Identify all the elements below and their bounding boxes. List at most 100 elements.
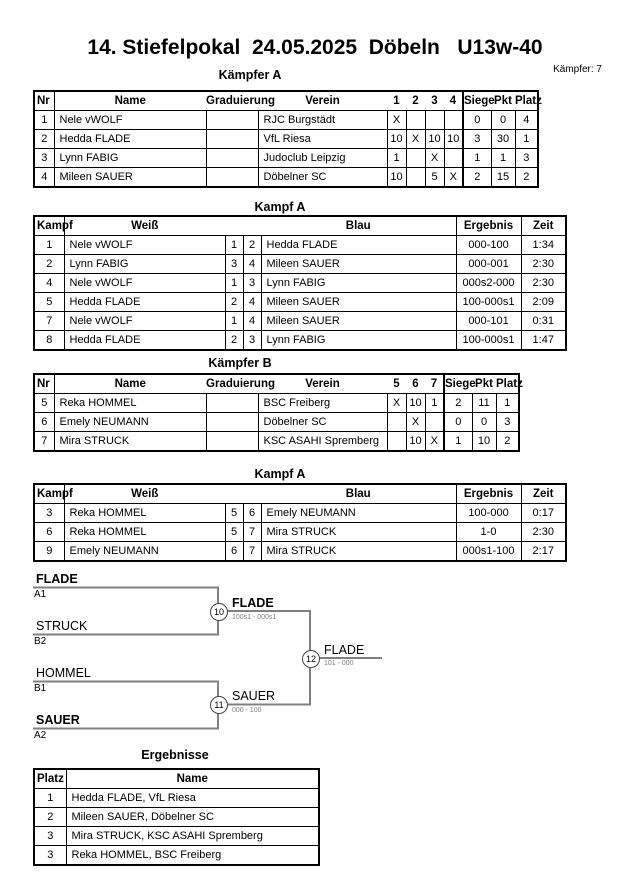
cell-verein: BSC Freiberg bbox=[257, 393, 388, 413]
cell-blau-nr: 3 bbox=[242, 330, 262, 351]
cell-siege: 3 bbox=[462, 129, 492, 149]
cell-ergebnis: 000-101 bbox=[455, 311, 522, 331]
cell-name: Reka HOMMEL, BSC Freiberg bbox=[65, 845, 320, 866]
cell-name: Reka HOMMEL bbox=[53, 393, 207, 413]
fighter-row: 6 Emely NEUMANN Döbelner SC X 0 0 3 bbox=[33, 412, 520, 432]
match-winner: FLADE bbox=[232, 596, 274, 610]
cell-weiss: Hedda FLADE bbox=[63, 292, 226, 312]
bracket-entry-seed: A1 bbox=[34, 589, 47, 600]
cell-blau: Hedda FLADE bbox=[260, 235, 457, 255]
cell-pkt: 30 bbox=[490, 129, 516, 149]
kampf-a1-table: Kampf Weiß Blau Ergebnis Zeit 1 Nele vWO… bbox=[33, 215, 567, 351]
section-title-kaempfer-b: Kämpfer B bbox=[208, 356, 272, 370]
match-score: 100s1 - 000s1 bbox=[232, 614, 277, 621]
match-row: 6 Reka HOMMEL 5 7 Mira STRUCK 1-0 2:30 bbox=[33, 522, 567, 542]
cell-nr: 4 bbox=[33, 167, 55, 188]
cell-weiss-nr: 6 bbox=[224, 541, 244, 562]
cell-siege: 1 bbox=[443, 431, 473, 452]
cell-weiss-nr: 3 bbox=[224, 254, 244, 274]
cell-score-5 bbox=[386, 412, 407, 432]
col-header-platz: Platz bbox=[514, 90, 542, 111]
cell-kampf-nr: 9 bbox=[33, 541, 65, 562]
fighter-row: 2 Hedda FLADE VfL Riesa 10 X 10 10 3 30 … bbox=[33, 129, 539, 149]
bracket-entry-seed: B2 bbox=[34, 636, 47, 647]
col-header-6: 6 bbox=[405, 373, 425, 394]
col-header-platz: Platz bbox=[33, 768, 67, 789]
col-header-pkt: Pkt bbox=[490, 90, 515, 111]
cell-ergebnis: 000s2-000 bbox=[455, 273, 522, 293]
cell-blau-nr: 7 bbox=[242, 541, 262, 562]
cell-weiss-nr: 1 bbox=[224, 273, 244, 293]
cell-weiss: Emely NEUMANN bbox=[63, 541, 226, 562]
match-score: 101 - 000 bbox=[324, 660, 354, 667]
col-header-1: 1 bbox=[386, 90, 406, 111]
cell-ergebnis: 100-000s1 bbox=[455, 292, 522, 312]
fighter-row: 7 Mira STRUCK KSC ASAHI Spremberg 10 X 1… bbox=[33, 431, 520, 452]
match-score: 000 - 100 bbox=[232, 707, 262, 714]
cell-blau: Mira STRUCK bbox=[260, 541, 457, 562]
result-row: 3 Reka HOMMEL, BSC Freiberg bbox=[33, 845, 320, 866]
cell-platz: 3 bbox=[33, 826, 67, 846]
cell-graduierung bbox=[205, 129, 259, 149]
col-header-kampf: Kampf bbox=[33, 483, 73, 504]
cell-score-1: 10 bbox=[386, 129, 407, 149]
cell-name: Mira STRUCK, KSC ASAHI Spremberg bbox=[65, 826, 320, 846]
cell-kampf-nr: 4 bbox=[33, 273, 65, 293]
col-header-4: 4 bbox=[443, 90, 464, 111]
cell-score-1: 1 bbox=[386, 148, 407, 168]
cell-score-3: 5 bbox=[424, 167, 445, 188]
cell-nr: 5 bbox=[33, 393, 55, 413]
cell-ergebnis: 1-0 bbox=[455, 522, 522, 542]
cell-name: Emely NEUMANN bbox=[53, 412, 207, 432]
cell-nr: 7 bbox=[33, 431, 55, 452]
cell-blau: Mileen SAUER bbox=[260, 254, 457, 274]
cell-zeit: 1:34 bbox=[520, 235, 567, 255]
cell-blau: Mira STRUCK bbox=[260, 522, 457, 542]
section-title-kampf-a2: Kampf A bbox=[254, 467, 306, 481]
cell-score-2: X bbox=[405, 129, 426, 149]
cell-nr: 3 bbox=[33, 148, 55, 168]
match-row: 8 Hedda FLADE 2 3 Lynn FABIG 100-000s1 1… bbox=[33, 330, 567, 351]
cell-siege: 1 bbox=[462, 148, 492, 168]
result-row: 3 Mira STRUCK, KSC ASAHI Spremberg bbox=[33, 826, 320, 846]
cell-blau-nr: 4 bbox=[242, 311, 262, 331]
cell-weiss-nr: 1 bbox=[224, 235, 244, 255]
cell-blau-nr: 4 bbox=[242, 292, 262, 312]
header-row: Platz Name bbox=[33, 768, 320, 789]
cell-score-7: 1 bbox=[424, 393, 445, 413]
bracket-entry-seed: B1 bbox=[34, 683, 47, 694]
col-header-name: Name bbox=[53, 90, 206, 111]
cell-score-7: X bbox=[424, 431, 445, 452]
cell-name: Hedda FLADE, VfL Riesa bbox=[65, 788, 320, 808]
kaempfer-b-table: Nr Name Graduierung Verein 5 6 7 Siege P… bbox=[33, 373, 523, 452]
cell-siege: 0 bbox=[443, 412, 473, 432]
bracket-entry-name: STRUCK bbox=[36, 619, 88, 633]
cell-zeit: 2:09 bbox=[520, 292, 567, 312]
cell-verein: Döbelner SC bbox=[257, 167, 388, 188]
col-header-2: 2 bbox=[405, 90, 425, 111]
match-row: 7 Nele vWOLF 1 4 Mileen SAUER 000-101 0:… bbox=[33, 311, 567, 331]
col-header-zeit: Zeit bbox=[520, 215, 567, 236]
cell-verein: Judoclub Leipzig bbox=[257, 148, 388, 168]
cell-weiss-nr: 5 bbox=[224, 522, 244, 542]
cell-score-6: 10 bbox=[405, 393, 426, 413]
col-header-name: Name bbox=[53, 373, 206, 394]
cell-score-2 bbox=[405, 110, 426, 130]
header-row: Kampf Weiß Blau Ergebnis Zeit bbox=[33, 215, 567, 236]
cell-zeit: 2:30 bbox=[520, 273, 567, 293]
col-header-num1 bbox=[224, 215, 243, 236]
cell-platz: 3 bbox=[495, 412, 520, 432]
cell-weiss: Nele vWOLF bbox=[63, 273, 226, 293]
cell-siege: 2 bbox=[462, 167, 492, 188]
cell-blau-nr: 6 bbox=[242, 503, 262, 523]
cell-graduierung bbox=[205, 412, 259, 432]
col-header-7: 7 bbox=[424, 373, 445, 394]
header-row: Nr Name Graduierung Verein 1 2 3 4 Siege… bbox=[33, 90, 542, 111]
cell-score-3: 10 bbox=[424, 129, 445, 149]
header-row: Kampf Weiß Blau Ergebnis Zeit bbox=[33, 483, 567, 504]
cell-blau-nr: 7 bbox=[242, 522, 262, 542]
cell-nr: 6 bbox=[33, 412, 55, 432]
cell-blau-nr: 3 bbox=[242, 273, 262, 293]
cell-pkt: 10 bbox=[471, 431, 497, 452]
cell-zeit: 1:47 bbox=[520, 330, 567, 351]
